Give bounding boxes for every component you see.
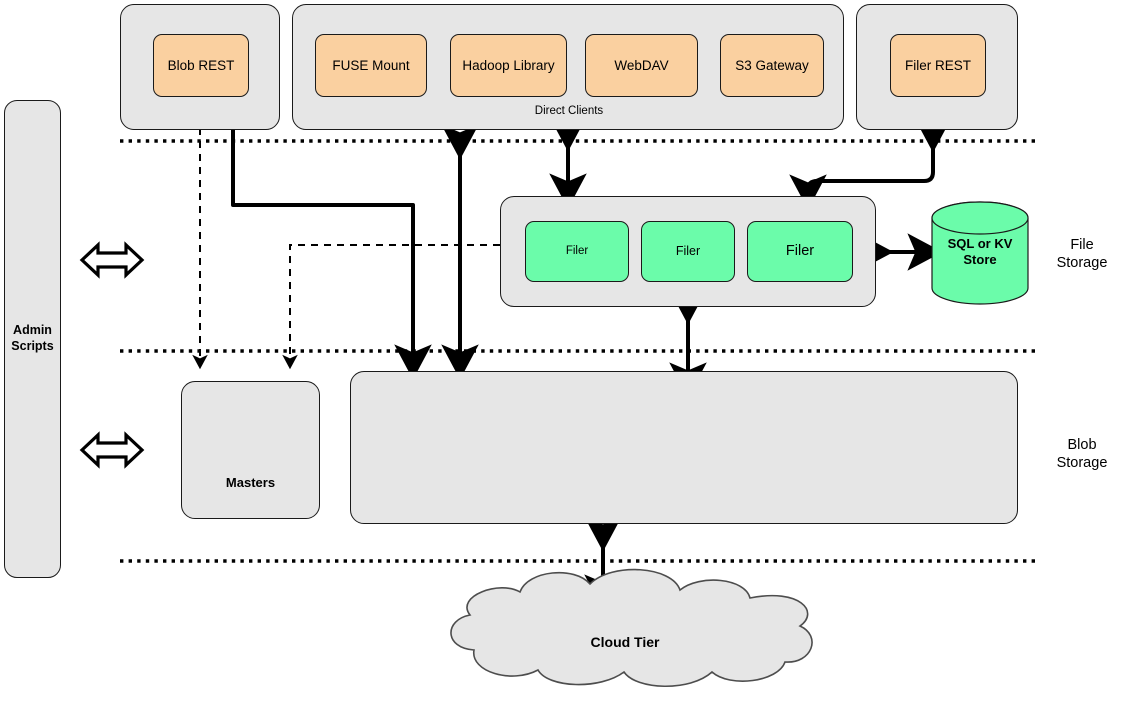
masters-group[interactable]: Masters: [181, 381, 320, 519]
store-label-line1: SQL or KV: [948, 236, 1013, 251]
node-filer-rest[interactable]: Filer REST: [890, 34, 986, 97]
cloud-tier-label: Cloud Tier: [591, 634, 661, 650]
connector-filer-to-masters: [282, 244, 500, 370]
node-filer-2[interactable]: Filer: [641, 221, 735, 282]
direct-clients-caption: Direct Clients: [534, 105, 604, 117]
side-label-file-storage: File Storage: [1056, 237, 1108, 272]
side-label-blob-storage: Blob Storage: [1056, 437, 1108, 472]
filer-group[interactable]: Filer Filer Filer: [500, 196, 876, 307]
sql-kv-store-cylinder-icon: SQL or KV Store: [931, 201, 1029, 305]
blob-rest-group[interactable]: Blob REST: [120, 4, 280, 130]
node-webdav[interactable]: WebDAV: [585, 34, 698, 97]
masters-label: Masters: [225, 475, 276, 490]
blob-storage-group[interactable]: [350, 371, 1018, 524]
node-s3-gateway[interactable]: S3 Gateway: [720, 34, 824, 97]
filer-rest-group[interactable]: Filer REST: [856, 4, 1018, 130]
admin-to-blobstorage-arrow-icon: [79, 431, 145, 469]
node-blob-rest[interactable]: Blob REST: [153, 34, 249, 97]
node-fuse-mount[interactable]: FUSE Mount: [315, 34, 427, 97]
admin-scripts-panel[interactable]: Admin Scripts: [4, 100, 61, 578]
cloud-tier-shape: Cloud Tier: [450, 568, 813, 687]
connector-filerrest-to-filer: [789, 117, 952, 210]
node-filer-3[interactable]: Filer: [747, 221, 853, 282]
node-hadoop-library[interactable]: Hadoop Library: [450, 34, 567, 97]
node-filer-1[interactable]: Filer: [525, 221, 629, 282]
store-label-line2: Store: [963, 252, 996, 267]
admin-to-filestorage-arrow-icon: [79, 241, 145, 279]
direct-clients-group[interactable]: FUSE Mount Hadoop Library WebDAV S3 Gate…: [292, 4, 844, 130]
connector-blobrest-to-blobstorage: [231, 128, 432, 380]
admin-scripts-label: Admin Scripts: [11, 323, 54, 353]
